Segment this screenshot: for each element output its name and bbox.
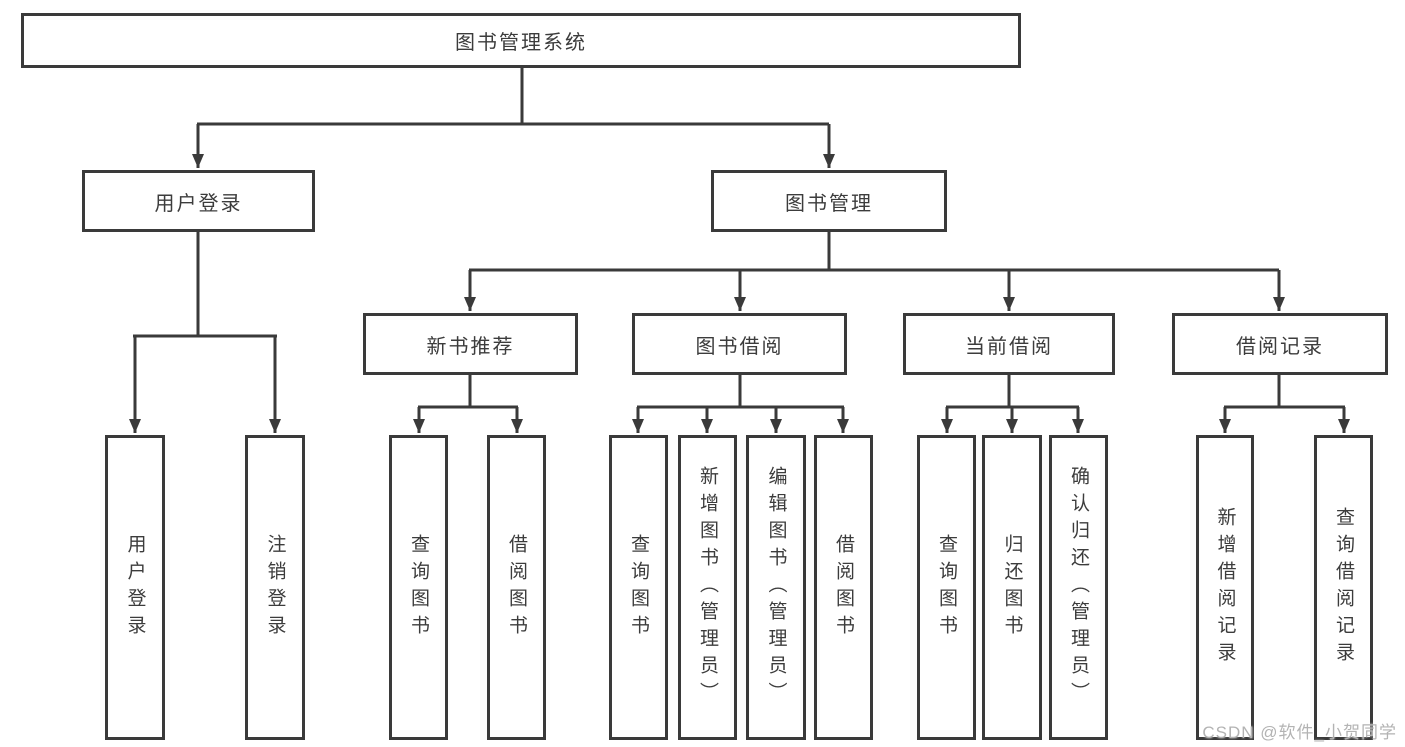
leaf-query-books-current: 查询图书 — [917, 435, 976, 740]
leaf-query-borrow-record: 查询借阅记录 — [1314, 435, 1373, 740]
leaf-add-books-admin: 新增图书（管理员） — [678, 435, 737, 740]
connector-borrow-record-to-leaves — [1219, 375, 1350, 433]
leaf-borrow-books-recommend: 借阅图书 — [487, 435, 546, 740]
leaf-query-books-recommend: 查询图书 — [389, 435, 448, 740]
csdn-watermark: CSDN @软件_小贺同学 — [1202, 723, 1397, 742]
node-book-management-branch: 图书管理 — [711, 170, 947, 232]
node-borrow-record: 借阅记录 — [1172, 313, 1388, 375]
node-user-login-branch: 用户登录 — [82, 170, 315, 232]
leaf-confirm-return-admin: 确认归还（管理员） — [1049, 435, 1108, 740]
connector-book-borrow-to-leaves — [632, 375, 849, 433]
leaf-query-books-borrow: 查询图书 — [609, 435, 668, 740]
leaf-user-login: 用户登录 — [105, 435, 165, 740]
connector-new-book-to-leaves — [413, 375, 523, 433]
leaf-edit-books-admin: 编辑图书（管理员） — [746, 435, 806, 740]
leaf-borrow-books: 借阅图书 — [814, 435, 873, 740]
leaf-add-borrow-record: 新增借阅记录 — [1196, 435, 1254, 740]
leaf-return-books: 归还图书 — [982, 435, 1042, 740]
leaf-logout: 注销登录 — [245, 435, 305, 740]
connector-current-borrow-to-leaves — [941, 375, 1084, 433]
node-book-borrow: 图书借阅 — [632, 313, 847, 375]
node-new-book-recommend: 新书推荐 — [363, 313, 578, 375]
node-library-management-system: 图书管理系统 — [21, 13, 1021, 68]
connector-user-login-to-leaves — [129, 232, 281, 433]
connector-root-to-branches — [192, 68, 835, 168]
connector-book-management-to-subbranches — [464, 232, 1285, 311]
node-current-borrow: 当前借阅 — [903, 313, 1115, 375]
